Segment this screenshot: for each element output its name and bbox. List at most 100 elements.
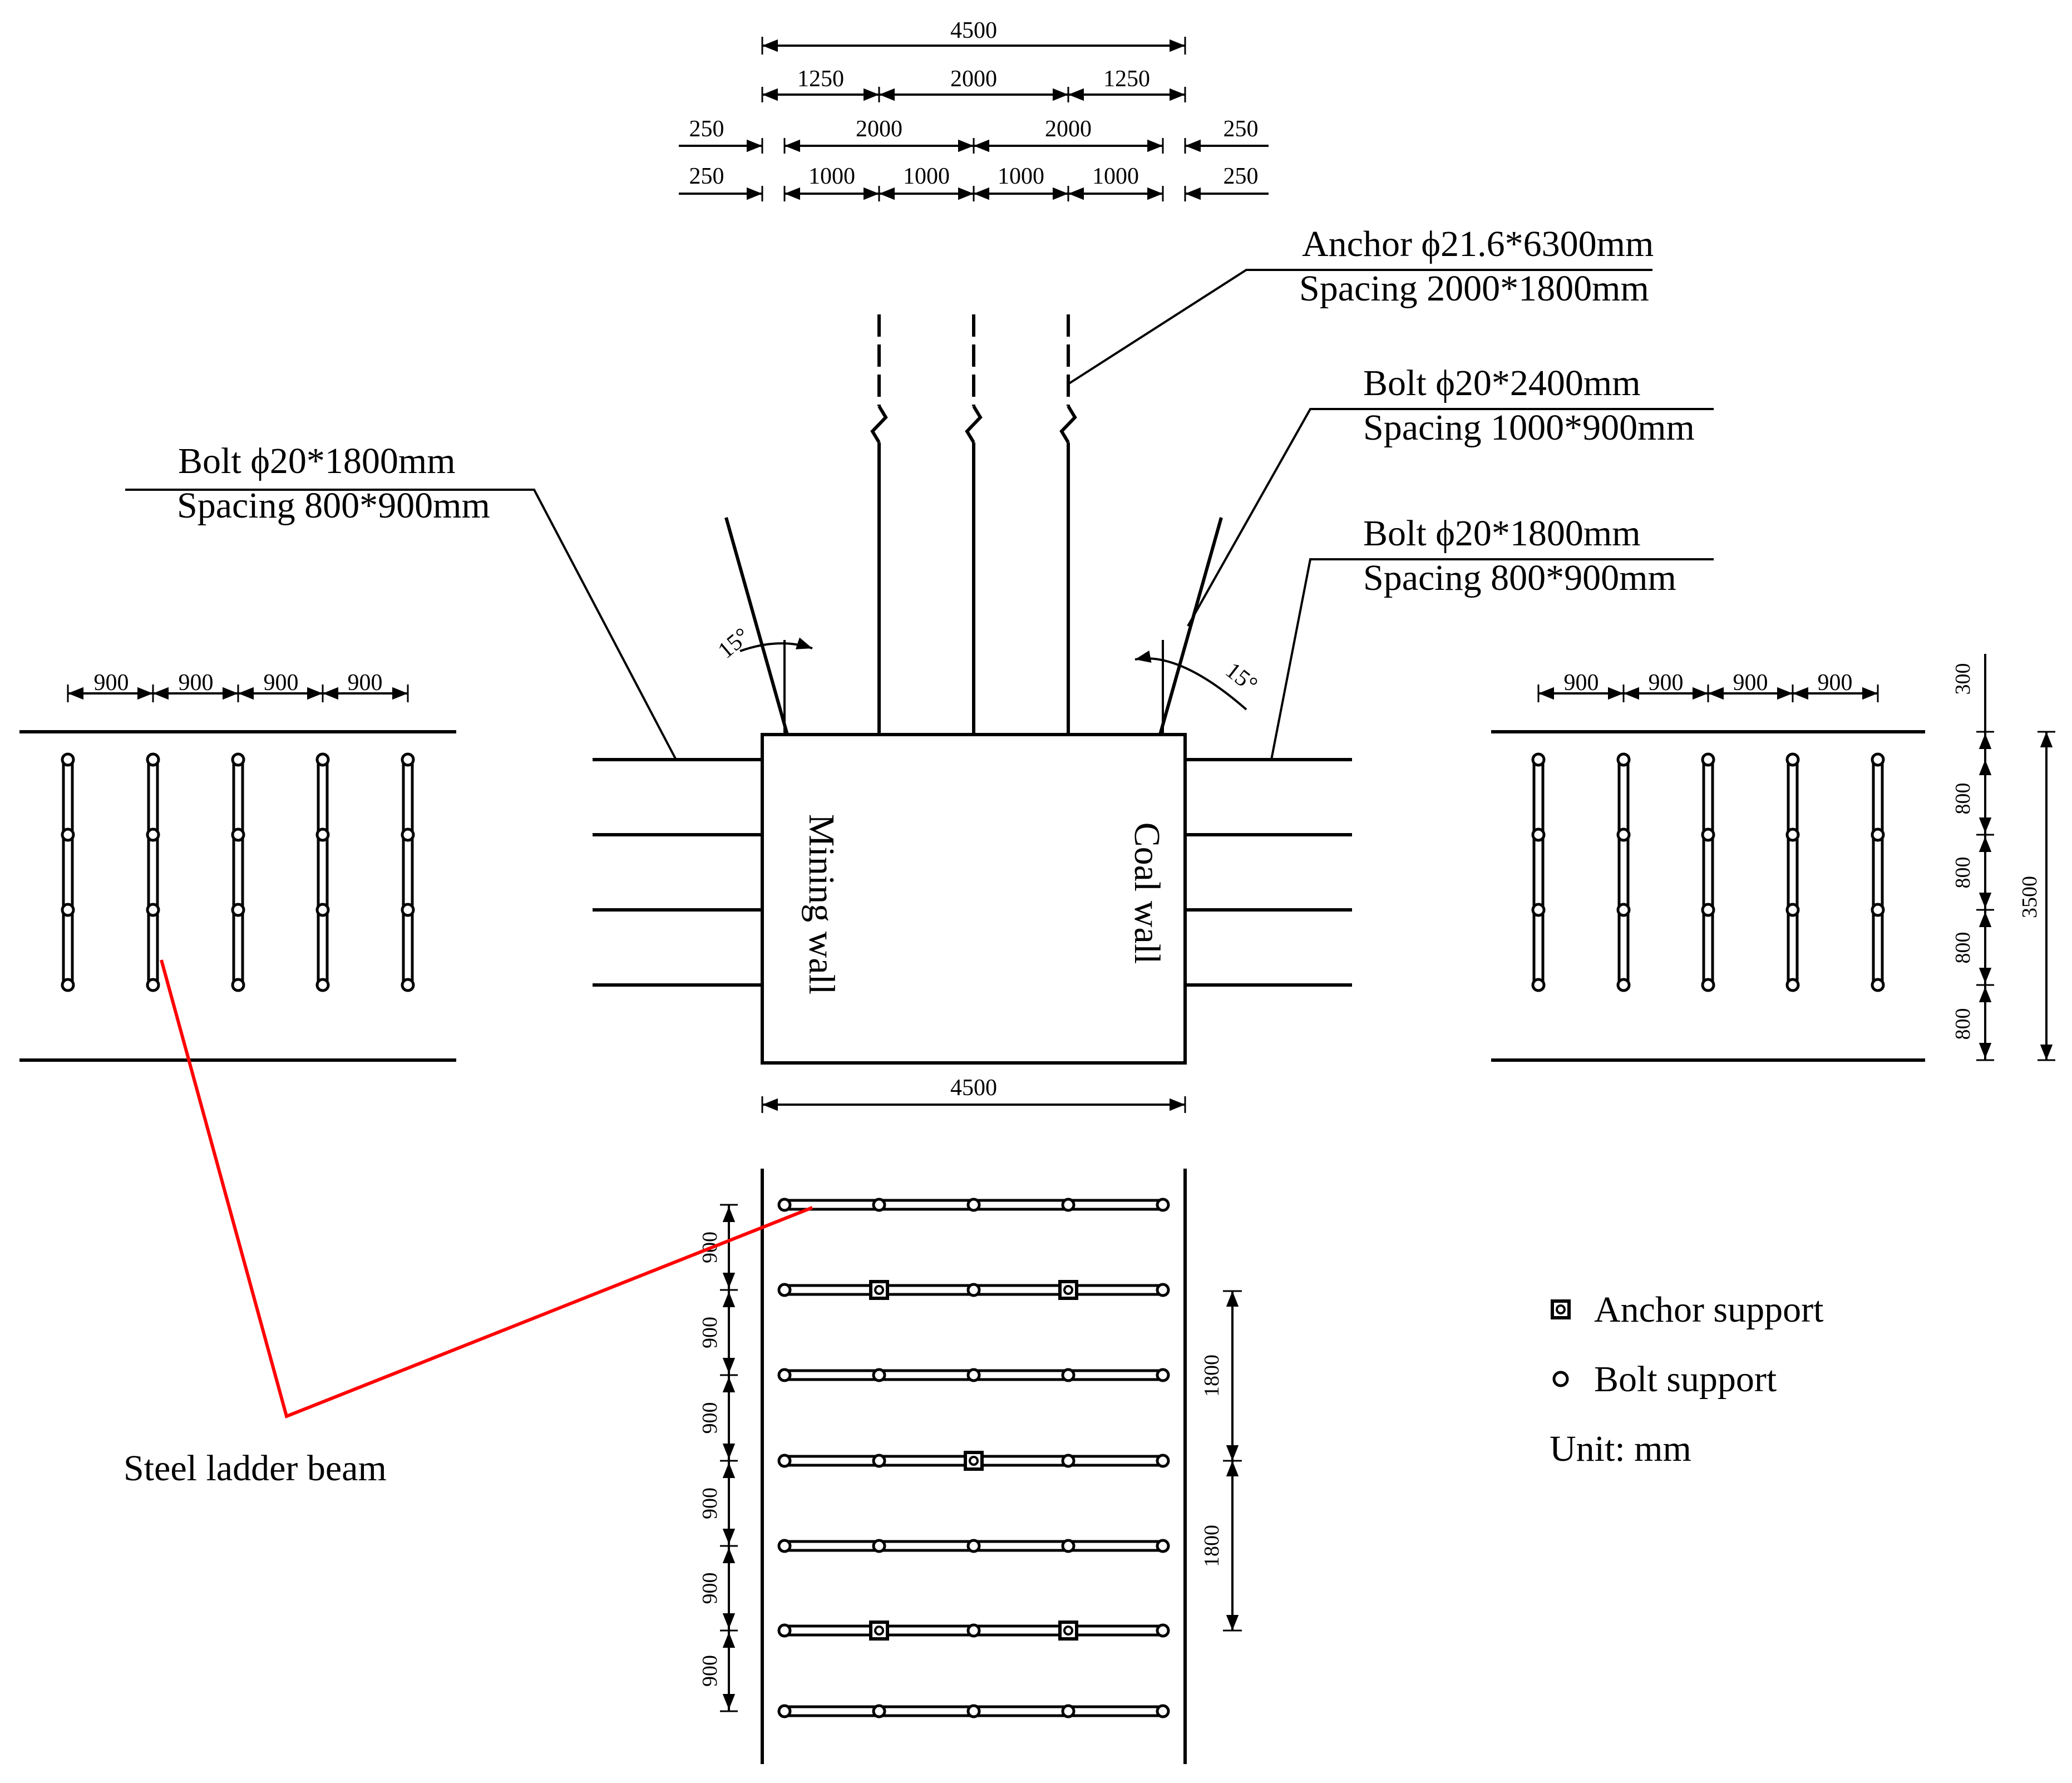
bolt-symbol — [231, 828, 245, 842]
left-dim-0: 900 — [94, 670, 129, 696]
bolt-symbol — [146, 752, 160, 767]
bolt-symbol — [777, 1454, 792, 1468]
bolt-symbol — [1871, 978, 1885, 992]
vdim-0: 300 — [1951, 663, 1975, 695]
mining-side-bolt-callout-line1: Bolt ϕ20*1800mm — [178, 441, 456, 481]
dim-row1-1: 2000 — [950, 66, 997, 92]
angle-arc-right — [1134, 650, 1247, 711]
bolt-symbol — [872, 1368, 886, 1382]
bolt-symbol — [1785, 828, 1800, 842]
dim-row1-2: 1250 — [1103, 66, 1150, 92]
bolt-symbol — [1061, 1368, 1076, 1382]
right-dim-0: 900 — [1564, 670, 1599, 696]
bolt-symbol — [315, 978, 330, 992]
steel-ladder-beam-label: Steel ladder beam — [124, 1448, 387, 1489]
bolt-symbol — [1531, 828, 1546, 842]
angle-right-label: 15° — [1221, 658, 1262, 698]
left-wall-elevation: 900 900 900 900 — [19, 670, 456, 1062]
anchor-symbol — [869, 1280, 889, 1300]
bolt-symbol — [1156, 1368, 1170, 1382]
right-dim-1: 900 — [1649, 670, 1684, 696]
angle-left-label: 15° — [713, 623, 755, 664]
inclined-bolt-left — [724, 517, 789, 735]
plan-row-dim-1: 900 — [698, 1317, 722, 1348]
vdim-4: 800 — [1951, 1008, 1975, 1040]
mining-wall-label: Mining wall — [801, 814, 842, 995]
bolt-symbol — [1531, 752, 1546, 767]
left-ladder-beam — [402, 755, 414, 989]
dim-row2-1: 2000 — [856, 116, 902, 142]
bolt-symbol — [1156, 1704, 1170, 1718]
bolt-symbol — [1616, 828, 1631, 842]
roof-bolt-callout-line1: Bolt ϕ20*2400mm — [1363, 363, 1641, 403]
inclined-bolt-right — [1158, 517, 1223, 735]
plan-row-dim-5: 900 — [698, 1655, 722, 1687]
bolt-symbol — [1785, 978, 1800, 992]
vdim-2: 800 — [1951, 857, 1975, 889]
dim-row3-0: 250 — [689, 164, 724, 189]
dim-row1-0: 1250 — [797, 66, 844, 92]
coal-side-bolt-callout-line2: Spacing 800*900mm — [1363, 558, 1676, 598]
legend-anchor-label: Anchor support — [1594, 1289, 1823, 1330]
plan-row-dim-3: 900 — [698, 1488, 722, 1519]
bolt-symbol — [777, 1704, 792, 1718]
left-ladder-beam — [232, 755, 244, 989]
mining-side-bolt-callout-line2: Spacing 800*900mm — [177, 485, 490, 526]
bolt-symbol — [231, 978, 245, 992]
bolt-symbol — [1531, 903, 1546, 917]
plan-row-dim-4: 900 — [698, 1573, 722, 1604]
left-dim-2: 900 — [264, 670, 299, 696]
bolt-symbol — [315, 903, 330, 917]
bolt-symbol — [872, 1198, 886, 1212]
bolt-symbol — [401, 828, 415, 842]
vdim-3: 800 — [1951, 932, 1975, 964]
bolt-symbol — [966, 1539, 981, 1553]
bolt-symbol — [1701, 828, 1715, 842]
anchor-callout-line2: Spacing 2000*1800mm — [1299, 268, 1649, 309]
dim-row3-2: 1000 — [903, 164, 950, 189]
bolt-symbol — [777, 1283, 792, 1297]
roof-bolt-leader — [1187, 408, 1714, 627]
bolt-symbol — [966, 1198, 981, 1212]
bolt-symbol — [401, 903, 415, 917]
legend-bolt-label: Bolt support — [1594, 1359, 1777, 1400]
bolt-symbol — [61, 903, 75, 917]
left-ladder-beam — [62, 755, 74, 989]
side-bolts-right — [1185, 758, 1352, 987]
bolt-symbol — [777, 1198, 792, 1212]
bolt-symbol — [401, 978, 415, 992]
bolt-symbol — [1871, 828, 1885, 842]
bolt-symbol — [777, 1539, 792, 1553]
height-dim: 3500 — [2018, 876, 2041, 918]
dim-row3-5: 250 — [1224, 164, 1259, 189]
bolt-symbol — [1156, 1283, 1170, 1297]
anchor-dim-1: 1800 — [1200, 1525, 1224, 1567]
bolt-symbol — [1061, 1198, 1076, 1212]
bolt-symbol — [146, 903, 160, 917]
bolt-symbol — [1156, 1454, 1170, 1468]
bolt-symbol — [315, 828, 330, 842]
bolt-symbol — [872, 1704, 886, 1718]
right-ladder-beam — [1787, 755, 1799, 989]
bolt-symbol — [1531, 978, 1546, 992]
bolt-symbol — [61, 752, 75, 767]
bolt-symbol — [146, 978, 160, 992]
left-dim-1: 900 — [179, 670, 214, 696]
bolt-symbol — [315, 752, 330, 767]
bolt-symbol — [1701, 978, 1715, 992]
bolt-symbol — [401, 752, 415, 767]
bolt-symbol — [872, 1539, 886, 1553]
bolt-symbol — [966, 1704, 981, 1718]
bolt-symbol — [1156, 1623, 1170, 1638]
right-ladder-beam — [1872, 755, 1884, 989]
roof-bolt-callout-line2: Spacing 1000*900mm — [1363, 407, 1695, 448]
coal-side-bolt-leader — [1270, 558, 1714, 760]
left-ladder-beam — [147, 755, 159, 989]
bolt-symbol — [1785, 903, 1800, 917]
anchor-callout-line1: Anchor ϕ21.6*6300mm — [1302, 224, 1654, 264]
right-dim-2: 900 — [1733, 670, 1768, 696]
bolt-symbol — [1616, 903, 1631, 917]
anchor-leader — [1067, 269, 1652, 385]
bolt-symbol — [61, 978, 75, 992]
dim-row3-4: 1000 — [1092, 164, 1139, 189]
